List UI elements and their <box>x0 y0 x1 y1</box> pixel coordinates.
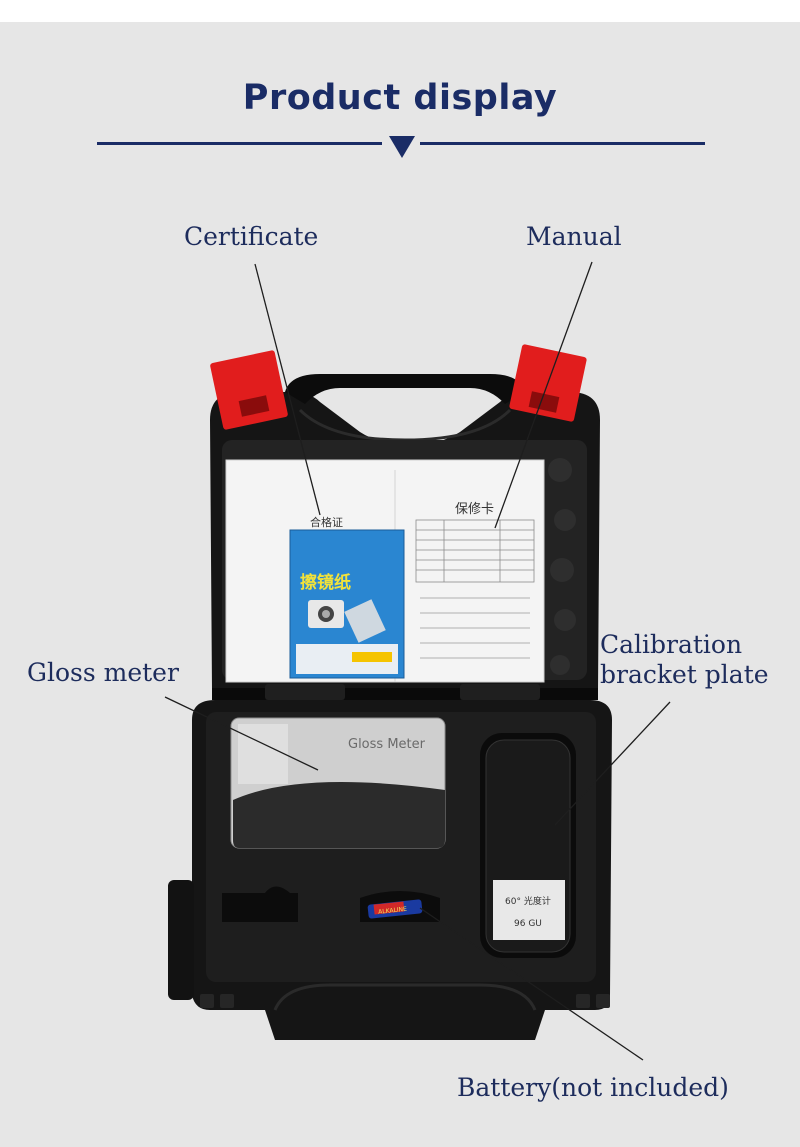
warranty-form-lines <box>420 597 530 659</box>
leader-certificate <box>254 263 321 516</box>
leader-manual <box>494 261 593 529</box>
case-hinge <box>212 684 598 700</box>
callout-calibration-line1: Calibration <box>600 630 743 659</box>
meter-brand-label: Gloss Meter <box>348 737 426 752</box>
callout-battery: Battery(not included) <box>457 1073 729 1102</box>
callout-leader-lines <box>164 261 671 1061</box>
leader-calibration <box>554 701 671 826</box>
title-marker-triangle-icon <box>389 136 415 158</box>
leader-gloss-meter <box>164 696 319 771</box>
callout-gloss-meter: Gloss meter <box>27 658 179 687</box>
documents: 合格证 保修卡 擦镜纸 <box>225 459 545 683</box>
page-title: Product display <box>242 78 558 118</box>
calibration-sticker-line1: 60° 光度计 <box>505 895 551 907</box>
gloss-meter-device: Gloss Meter <box>230 717 446 849</box>
callout-certificate: Certificate <box>184 222 319 251</box>
top-border-strip <box>0 0 800 22</box>
lens-paper-title: 擦镜纸 <box>300 572 351 593</box>
title-rule-right <box>420 142 705 145</box>
battery-icon: ALKALINE <box>367 899 423 919</box>
certificate-doc-title: 合格证 <box>310 515 343 529</box>
warranty-doc-title: 保修卡 <box>455 502 494 517</box>
callout-manual: Manual <box>526 222 622 251</box>
latch-left-icon <box>210 350 288 430</box>
lens-paper-booklet: 擦镜纸 <box>289 529 405 679</box>
title-rule-left <box>97 142 382 145</box>
leader-battery <box>419 907 644 1061</box>
calibration-bracket-plate: 60° 光度计 96 GU <box>480 733 576 958</box>
calibration-sticker-line2: 96 GU <box>514 919 542 929</box>
callout-calibration-line2: bracket plate <box>600 660 769 689</box>
battery-label: ALKALINE <box>378 906 408 916</box>
warranty-form-table <box>415 519 535 583</box>
